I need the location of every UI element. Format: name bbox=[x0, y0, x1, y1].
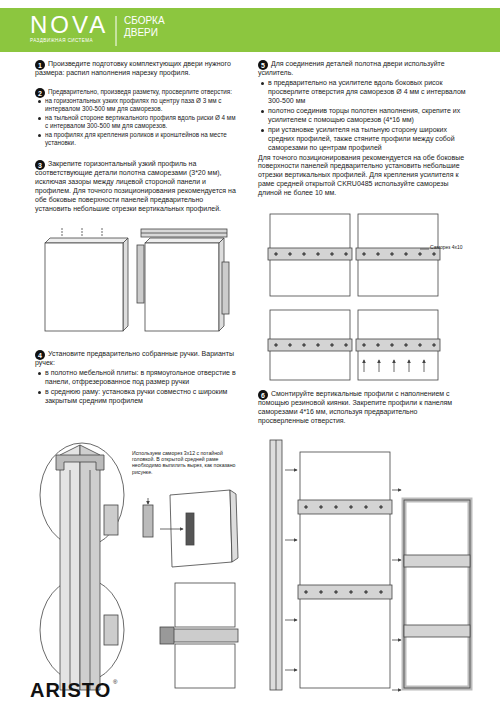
bullet-item: на тыльной стороне вертикального профиля… bbox=[35, 114, 240, 130]
instruction-text: Произведите подготовку комплектующих две… bbox=[35, 60, 240, 78]
header-band bbox=[0, 8, 500, 52]
step-block: 3Закрепите горизонтальный узкий профиль … bbox=[35, 160, 240, 215]
instruction-text: Смонтируйте вертикальные профили с напол… bbox=[258, 390, 470, 426]
bullet-item: в среднюю раму: установка ручки совместн… bbox=[35, 388, 240, 406]
step-block: 5Для соединения деталей полотна двери ис… bbox=[258, 60, 470, 199]
step-block: 2Предварительно, произведя разметку, про… bbox=[35, 88, 240, 148]
brand-logo: NOVA bbox=[30, 11, 114, 40]
bullet-item: на горизонтальных узких профилях по цент… bbox=[35, 97, 240, 113]
figure-note: Используем саморез 3х12 с потайной голов… bbox=[132, 450, 236, 475]
step3-figure bbox=[45, 228, 229, 331]
bullet-item: полотно соединив торцы полотен наполнени… bbox=[258, 107, 470, 125]
instruction-text: Закрепите горизонтальный узкий профиль н… bbox=[35, 160, 240, 214]
brand-footer: ARISTO bbox=[30, 678, 120, 702]
registered-mark: ® bbox=[113, 679, 123, 686]
step-number-text: 2 bbox=[38, 90, 42, 97]
step-number: 6 bbox=[258, 390, 268, 400]
instruction-text: Для соединения деталей полотна двери исп… bbox=[258, 60, 470, 78]
step4-figure bbox=[40, 443, 238, 690]
step-number-text: 6 bbox=[261, 392, 265, 399]
step-number-text: 4 bbox=[38, 352, 42, 359]
step6-figure bbox=[270, 440, 470, 690]
brand-subtitle: РАЗДВИЖНАЯ СИСТЕМА bbox=[30, 38, 114, 44]
step-number-text: 1 bbox=[38, 62, 42, 69]
step-number: 1 bbox=[35, 60, 45, 70]
bullet-item: при установке усилителя на тыльную сторо… bbox=[258, 126, 470, 153]
step-number: 4 bbox=[35, 350, 45, 360]
screw-label: Саморез 4х10 bbox=[430, 244, 475, 250]
step-number-text: 3 bbox=[38, 162, 42, 169]
bullet-item: в предварительно на усилителе вдоль боко… bbox=[258, 79, 470, 106]
bullet-item: на профилях для крепления роликов и крон… bbox=[35, 131, 240, 147]
step-number: 2 bbox=[35, 88, 45, 98]
instruction-text: Установите предварительно собранные ручк… bbox=[35, 350, 240, 368]
step-block: 6Смонтируйте вертикальные профили с напо… bbox=[258, 390, 470, 427]
bullet-item: в полотно мебельной плиты: в прямоугольн… bbox=[35, 369, 240, 387]
step5-figure bbox=[268, 214, 440, 380]
step-block: 4Установите предварительно собранные руч… bbox=[35, 350, 240, 407]
step-block: 1Произведите подготовку комплектующих дв… bbox=[35, 60, 240, 79]
step-number-text: 5 bbox=[261, 62, 265, 69]
instruction-text: Для точного позиционирования рекомендует… bbox=[258, 154, 470, 199]
page-title: СБОРКА ДВЕРИ bbox=[124, 15, 180, 39]
step-number: 5 bbox=[258, 60, 268, 70]
instruction-text: Предварительно, произведя разметку, прос… bbox=[35, 88, 240, 96]
step-number: 3 bbox=[35, 160, 45, 170]
